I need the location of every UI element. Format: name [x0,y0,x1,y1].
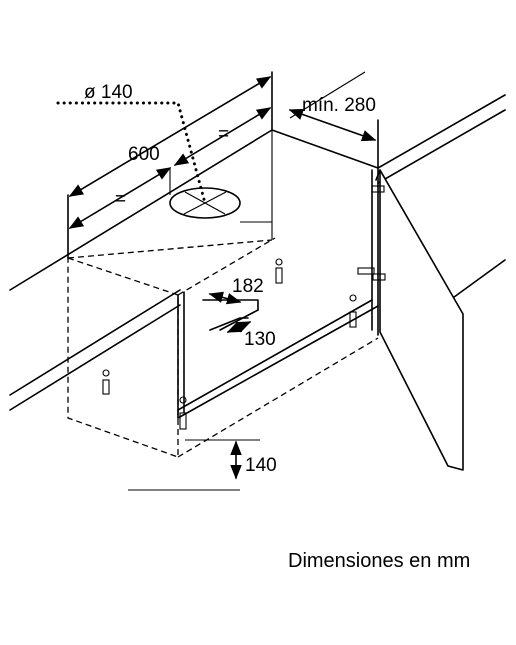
min-depth-dimension [288,108,379,169]
mounting-screws [102,185,386,430]
offset-side-label: 130 [244,329,276,350]
offset-dimensions [202,291,259,333]
min-depth-label: mín. 280 [302,95,376,116]
units-caption: Dimensiones en mm [288,550,470,572]
equal-left-label: = [115,189,126,210]
hood-outline [67,237,379,458]
ceiling-hole [169,187,272,223]
bottom-height-label: 140 [245,455,277,476]
equal-right-label: = [218,124,229,145]
cabinet-door [379,169,464,471]
bottom-height-dimension [185,439,260,480]
hole-diameter-label: ø 140 [84,82,133,103]
width-label: 600 [128,144,160,165]
cabinet [177,167,379,419]
diameter-leader [56,101,207,205]
offset-depth-label: 182 [232,276,264,297]
width-dimension [67,71,273,259]
